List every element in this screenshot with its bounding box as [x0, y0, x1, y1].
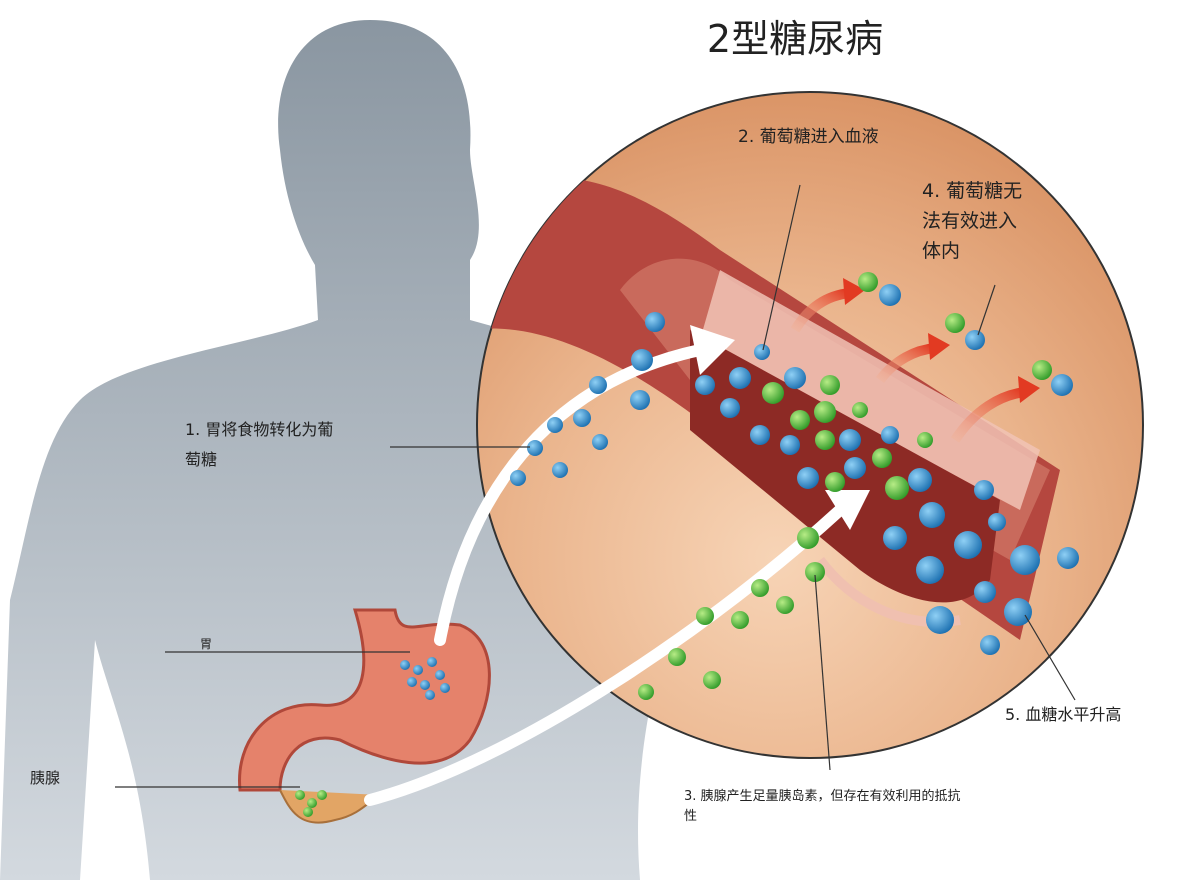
glucose-molecule: [631, 349, 653, 371]
arrow-head: [843, 278, 865, 305]
insulin-molecule: [917, 432, 933, 448]
glucose-molecule: [407, 677, 417, 687]
insulin-molecule: [820, 375, 840, 395]
human-silhouette: [0, 20, 690, 880]
leader-lines: [115, 184, 1076, 788]
arrow-head: [690, 325, 735, 375]
glucose-molecule: [974, 480, 994, 500]
label-step2: 2. 葡萄糖进入血液: [738, 127, 879, 147]
insulin-molecule: [751, 579, 769, 597]
glucose-molecule: [974, 581, 996, 603]
insulin-molecule: [295, 790, 305, 800]
glucose-molecule: [510, 470, 526, 486]
glucose-molecule: [695, 375, 715, 395]
molecules: [295, 272, 1079, 817]
insulin-molecule: [825, 472, 845, 492]
glucose-molecule: [784, 367, 806, 389]
glucose-molecule: [547, 417, 563, 433]
label-step1: 1. 胃将食物转化为葡 萄糖: [185, 420, 338, 469]
glucose-molecule: [797, 467, 819, 489]
glucose-molecule: [720, 398, 740, 418]
insulin-molecule: [731, 611, 749, 629]
insulin-molecule: [1032, 360, 1052, 380]
glucose-molecule: [413, 665, 423, 675]
glucose-molecule: [839, 429, 861, 451]
insulin-molecule: [872, 448, 892, 468]
insulin-molecule: [317, 790, 327, 800]
insulin-molecule: [668, 648, 686, 666]
insulin-molecule: [307, 798, 317, 808]
glucose-molecule: [427, 657, 437, 667]
glucose-molecule: [883, 526, 907, 550]
glucose-molecule: [440, 683, 450, 693]
insulin-molecule: [762, 382, 784, 404]
insulin-molecule: [696, 607, 714, 625]
glucose-molecule: [630, 390, 650, 410]
insulin-molecule: [815, 430, 835, 450]
glucose-molecule: [908, 468, 932, 492]
glucose-molecule: [754, 344, 770, 360]
glucose-molecule: [750, 425, 770, 445]
insulin-molecule: [790, 410, 810, 430]
label-step5: 5. 血糖水平升高: [1005, 705, 1121, 724]
glucose-molecule: [1051, 374, 1073, 396]
insulin-molecule: [805, 562, 825, 582]
label-stomach: 胃: [200, 637, 212, 651]
arrow-head: [825, 490, 870, 530]
glucose-molecule: [881, 426, 899, 444]
glucose-molecule: [926, 606, 954, 634]
glucose-molecule: [435, 670, 445, 680]
glucose-molecule: [988, 513, 1006, 531]
glucose-molecule: [552, 462, 568, 478]
glucose-molecule: [965, 330, 985, 350]
glucose-molecule: [1057, 547, 1079, 569]
glucose-molecule: [420, 680, 430, 690]
arrow-head: [928, 333, 950, 360]
glucose-molecule: [527, 440, 543, 456]
glucose-molecule: [645, 312, 665, 332]
glucose-molecule: [879, 284, 901, 306]
insulin-molecule: [858, 272, 878, 292]
insulin-molecule: [814, 401, 836, 423]
glucose-molecule: [780, 435, 800, 455]
glucose-molecule: [589, 376, 607, 394]
insulin-molecule: [852, 402, 868, 418]
label-pancreas: 胰腺: [30, 769, 60, 787]
insulin-molecule: [945, 313, 965, 333]
glucose-molecule: [980, 635, 1000, 655]
glucose-molecule: [919, 502, 945, 528]
page-title: 2型糖尿病: [707, 17, 883, 61]
glucose-molecule: [1004, 598, 1032, 626]
insulin-molecule: [885, 476, 909, 500]
insulin-molecule: [638, 684, 654, 700]
insulin-molecule: [797, 527, 819, 549]
glucose-molecule: [916, 556, 944, 584]
glucose-molecule: [1010, 545, 1040, 575]
label-step4: 4. 葡萄糖无 法有效进入 体内: [922, 180, 1028, 262]
glucose-molecule: [592, 434, 608, 450]
arrow-head: [1018, 376, 1040, 403]
glucose-molecule: [954, 531, 982, 559]
glucose-molecule: [400, 660, 410, 670]
label-step3: 3. 胰腺产生足量胰岛素，但存在有效利用的抵抗 性: [684, 788, 965, 824]
glucose-molecule: [729, 367, 751, 389]
glucose-molecule: [844, 457, 866, 479]
insulin-molecule: [776, 596, 794, 614]
glucose-molecule: [425, 690, 435, 700]
glucose-molecule: [573, 409, 591, 427]
insulin-molecule: [303, 807, 313, 817]
insulin-molecule: [703, 671, 721, 689]
